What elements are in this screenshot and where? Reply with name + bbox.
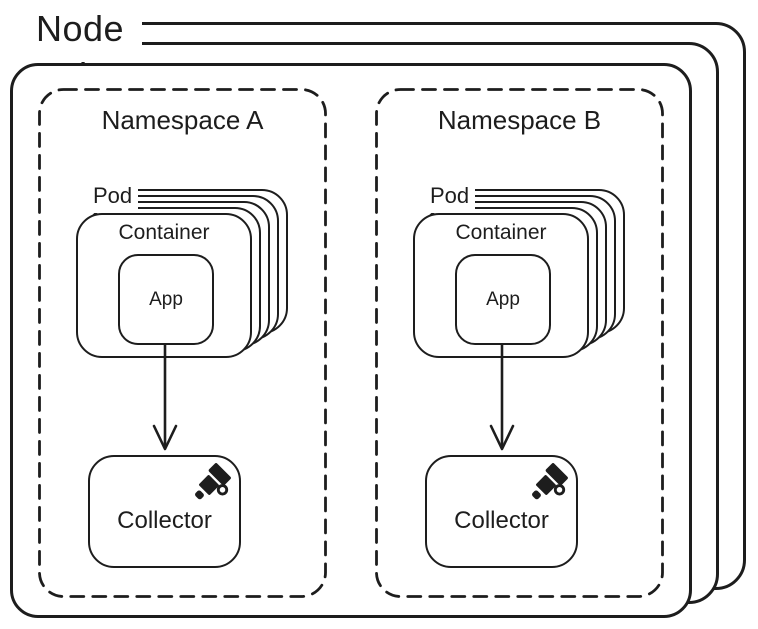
namespace-b-group: Namespace B Container App Pod (375, 88, 664, 598)
pod-stack: Container App (76, 189, 288, 358)
collector-label: Collector (117, 507, 212, 534)
collector-box: Collector (425, 455, 578, 568)
namespace-b-box (375, 88, 664, 598)
container-label: Container (118, 221, 210, 244)
container-label: Container (455, 221, 547, 244)
app-label: App (486, 288, 520, 310)
collector-label: Collector (454, 507, 549, 534)
namespace-a-group: Namespace A Container App Pod (38, 88, 327, 598)
app-box: App (118, 254, 214, 345)
node-label: Node (0, 0, 142, 62)
collector-box: Collector (88, 455, 241, 568)
app-label: App (149, 288, 183, 310)
namespace-a-box (38, 88, 327, 598)
namespace-a-label: Namespace A (101, 105, 264, 135)
telescope-icon (532, 463, 568, 500)
namespace-b-label: Namespace B (437, 105, 602, 135)
pod-label: Pod (421, 181, 476, 213)
app-to-collector-arrow (489, 344, 515, 451)
pod-box: Container App (413, 213, 589, 358)
telescope-icon (195, 463, 231, 500)
pod-box: Container App (76, 213, 252, 358)
pod-label: Pod (84, 181, 139, 213)
pod-stack: Container App (413, 189, 625, 358)
app-to-collector-arrow (152, 344, 178, 451)
app-box: App (455, 254, 551, 345)
